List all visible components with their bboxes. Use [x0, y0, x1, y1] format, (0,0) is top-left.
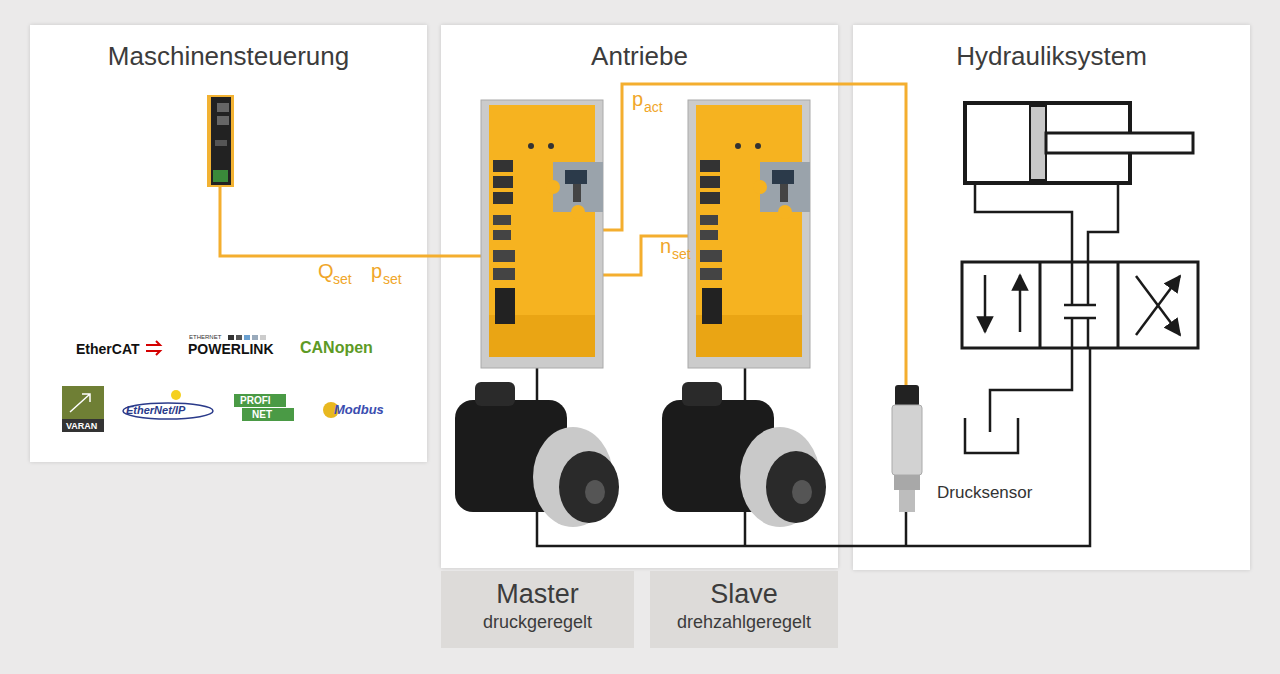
- protocol-logo: [70, 394, 90, 412]
- heading-text: Maschinensteuerung: [30, 41, 427, 71]
- protocol-logo: [228, 335, 234, 340]
- pressure-sensor: [892, 385, 922, 512]
- section-panel: Maschinensteuerung: [30, 25, 427, 462]
- controller-device: [207, 95, 234, 187]
- protocol-logo: [62, 419, 104, 432]
- controller-device: [213, 170, 228, 182]
- signal-name: p: [632, 89, 643, 109]
- directional-valve: [1136, 276, 1180, 335]
- signal-name: n: [660, 236, 671, 256]
- heading-text: Antriebe: [441, 41, 838, 71]
- signal-wire: [597, 236, 700, 275]
- directional-valve: [984, 275, 987, 332]
- pressure-sensor: [895, 385, 919, 407]
- protocol-logo: [234, 394, 286, 407]
- pressure-sensor: [894, 475, 920, 490]
- logo-text: POWERLINK: [188, 342, 274, 356]
- signal-wire: [220, 84, 906, 386]
- subtitle-text: druckgeregelt: [441, 611, 634, 633]
- controller-device: [215, 140, 227, 146]
- pressure-sensor: [892, 405, 922, 475]
- motor-pump: [455, 382, 826, 527]
- hydraulic-line: [537, 183, 1118, 546]
- directional-valve: [962, 262, 1198, 348]
- heading-text: Slave: [650, 579, 838, 609]
- hydraulic-line: [905, 512, 908, 546]
- hydraulic-line: [990, 318, 1072, 432]
- protocol-logo: [242, 408, 294, 421]
- controller-device: [217, 116, 229, 125]
- servo-drive: [688, 100, 810, 368]
- protocol-logo: [252, 335, 258, 340]
- directional-valve: [1040, 262, 1118, 348]
- logo-text: Modbus: [334, 403, 384, 416]
- tank-symbol: [965, 418, 1018, 453]
- heading-text: Master: [441, 579, 634, 609]
- controller-device: [207, 95, 234, 187]
- role-box: Masterdruckgeregelt: [441, 571, 634, 648]
- controller-device: [217, 103, 229, 112]
- directional-valve: [1136, 276, 1180, 335]
- protocol-logo: [146, 341, 160, 355]
- logo-text: EtherNet/IP: [126, 405, 185, 416]
- protocol-logo: [260, 335, 266, 340]
- hydraulic-line: [975, 183, 1072, 262]
- hydraulic-cylinder: [1046, 133, 1193, 153]
- signal-subscript: set: [672, 247, 691, 261]
- signal-subscript: set: [383, 272, 402, 286]
- sensor-label: Drucksensor: [937, 484, 1032, 501]
- hydraulic-cylinder: [965, 103, 1193, 183]
- hydraulic-cylinder: [1030, 106, 1046, 180]
- signal-subscript: set: [333, 272, 352, 286]
- subtitle-text: drehzahlgeregelt: [650, 611, 838, 633]
- servo-drive: [481, 100, 810, 368]
- signal-wire: [220, 187, 492, 256]
- protocol-logo: [123, 403, 213, 419]
- controller-device: [211, 97, 231, 185]
- signal-name: Q: [318, 261, 334, 281]
- hydraulic-cylinder: [965, 103, 1130, 183]
- hydraulic-line: [744, 365, 747, 546]
- directional-valve: [1064, 262, 1096, 305]
- signal-subscript: act: [644, 100, 663, 114]
- logo-text: EtherCAT: [76, 342, 140, 356]
- directional-valve: [1064, 318, 1096, 348]
- motor-pump: [662, 382, 826, 527]
- directional-valve: [962, 262, 1198, 348]
- protocol-logo: [244, 335, 250, 340]
- role-box: Slavedrehzahlgeregelt: [650, 571, 838, 648]
- motor-pump: [455, 382, 619, 527]
- pressure-sensor: [899, 490, 915, 512]
- protocol-logo: [236, 335, 242, 340]
- hydraulic-line: [537, 318, 1090, 546]
- hydraulic-line: [1088, 183, 1118, 262]
- logo-text: CANopen: [300, 340, 373, 356]
- protocol-logo: [62, 386, 104, 432]
- heading-text: Hydrauliksystem: [853, 41, 1250, 71]
- servo-drive: [481, 100, 603, 368]
- protocol-logo: [171, 390, 181, 400]
- signal-name: p: [371, 261, 382, 281]
- directional-valve: [1019, 275, 1022, 332]
- tank-symbol: [965, 418, 1018, 453]
- protocol-logo: [62, 335, 339, 432]
- logo-text: NET: [252, 410, 272, 420]
- logo-text: ETHERNET: [189, 334, 221, 340]
- signal-wire: [598, 84, 906, 386]
- logo-text: PROFI: [240, 396, 271, 406]
- section-panel: Hydrauliksystem: [853, 25, 1250, 570]
- logo-text: VARAN: [66, 422, 97, 431]
